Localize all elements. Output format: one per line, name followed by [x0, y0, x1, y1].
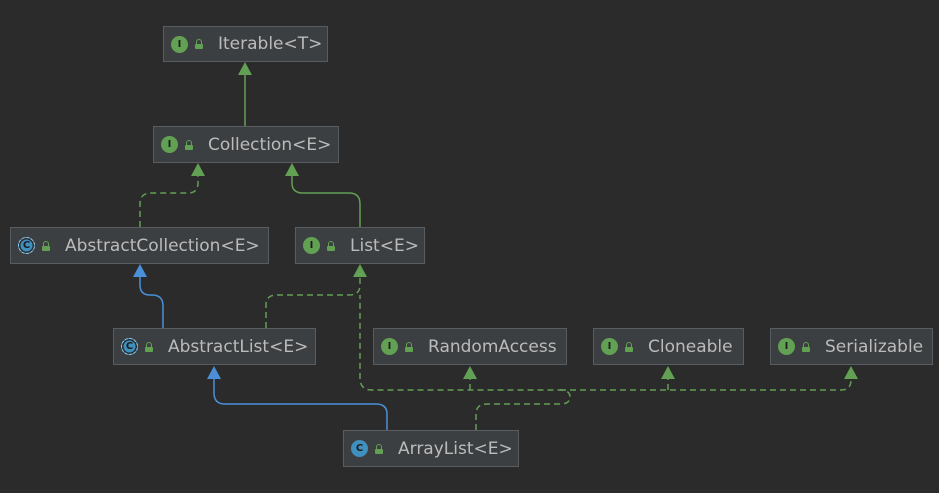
lock-icon: [404, 341, 414, 352]
lock-icon: [194, 39, 204, 49]
lock-icon: [624, 341, 634, 352]
arrowhead-collection-1: [191, 163, 205, 176]
arrowhead-abstractcollection: [133, 264, 147, 277]
node-label: Serializable: [825, 336, 924, 357]
lock-icon: [374, 443, 384, 454]
interface-icon: I: [161, 136, 178, 153]
lock-icon: [144, 341, 154, 352]
interface-icon: I: [171, 35, 188, 53]
node-label: List<E>: [350, 235, 419, 256]
node-label: ArrayList<E>: [398, 438, 513, 459]
node-iterable[interactable]: I Iterable<T>: [163, 26, 328, 62]
node-list[interactable]: I List<E>: [295, 227, 425, 264]
lock-icon: [184, 139, 194, 150]
arrowhead-randomaccess: [463, 366, 477, 379]
node-label: RandomAccess: [428, 336, 557, 357]
interface-icon: I: [778, 338, 795, 355]
node-random-access[interactable]: I RandomAccess: [373, 328, 567, 365]
abstract-class-icon: C: [18, 237, 35, 254]
node-label: Cloneable: [648, 336, 733, 357]
node-label: AbstractCollection<E>: [65, 235, 260, 256]
node-abstract-list[interactable]: C AbstractList<E>: [113, 328, 316, 365]
class-icon: C: [351, 440, 368, 457]
edge-abstractlist-abstractcollection: [139, 277, 164, 328]
edge-arraylist-serializable: [560, 379, 852, 391]
lock-icon: [801, 341, 811, 352]
arrowhead-collection-2: [285, 163, 299, 176]
edge-abstractcollection-collection: [139, 176, 199, 227]
arrowhead-serializable: [844, 366, 858, 379]
edge-arraylist-abstractlist: [213, 379, 388, 430]
lock-icon: [41, 240, 51, 251]
arrowhead-iterable: [238, 62, 252, 75]
interface-icon: I: [601, 338, 618, 355]
interface-icon: I: [381, 338, 398, 355]
node-collection[interactable]: I Collection<E>: [153, 126, 339, 163]
node-label: AbstractList<E>: [168, 336, 309, 357]
edge-abstractlist-list: [265, 277, 361, 328]
interface-icon: I: [303, 237, 320, 254]
arrowhead-abstractlist: [207, 366, 221, 379]
node-array-list[interactable]: C ArrayList<E>: [343, 430, 519, 467]
node-abstract-collection[interactable]: C AbstractCollection<E>: [10, 227, 269, 264]
node-label: Iterable<T>: [218, 34, 323, 54]
arrowhead-list: [353, 264, 367, 277]
edge-list-collection: [291, 176, 361, 227]
node-cloneable[interactable]: I Cloneable: [593, 328, 744, 365]
arrowhead-cloneable: [661, 366, 675, 379]
lock-icon: [326, 240, 336, 251]
node-label: Collection<E>: [208, 134, 332, 155]
abstract-class-icon: C: [121, 338, 138, 355]
node-serializable[interactable]: I Serializable: [770, 328, 933, 365]
